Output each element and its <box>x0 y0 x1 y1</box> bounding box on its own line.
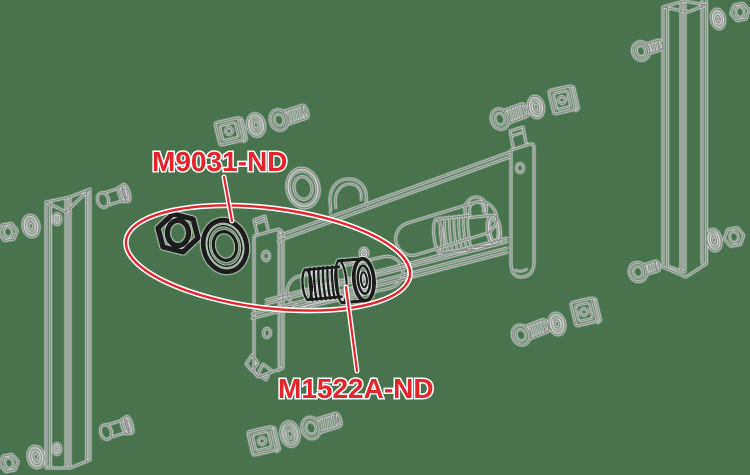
frame-left-plate <box>245 215 284 381</box>
square-nut-plate-right-top <box>548 85 580 115</box>
hex-nut-left-top <box>0 222 19 242</box>
hex-nut-right-bottom <box>723 226 745 248</box>
washer-right-top <box>527 95 545 119</box>
ring-gasket <box>286 167 320 209</box>
spring-threaded-fitting <box>432 214 502 255</box>
leader-line-m9031 <box>222 175 234 223</box>
frame-right-plate <box>509 126 535 278</box>
highlighted-seal-washer <box>200 217 250 275</box>
hex-nut-left-bottom <box>0 453 20 473</box>
screw-right-top <box>490 102 529 131</box>
right-rail <box>662 0 708 278</box>
square-nut-plate-bottom-center <box>247 426 281 456</box>
highlighted-hex-locknut <box>155 211 201 255</box>
highlight-overlay: M9031-ND M1522A-ND <box>123 145 435 406</box>
screw-bottom-center <box>301 412 343 440</box>
highlight-ellipse <box>124 204 412 312</box>
frame-hole <box>359 247 369 259</box>
part-label-m1522a: M1522A-ND <box>278 373 434 404</box>
frame-slot-right <box>394 200 498 257</box>
hex-nut-right-top <box>729 2 750 22</box>
flange-bolt-left-bottom <box>99 415 134 441</box>
washer-bottom-center <box>279 420 301 448</box>
washer-left-bottom <box>27 445 45 469</box>
washer-bottom-right <box>548 312 566 336</box>
highlight-ellipse-halo <box>123 202 413 314</box>
u-clip-right <box>464 196 488 217</box>
washer-top-center <box>246 112 266 138</box>
crossbar-frame <box>245 126 535 381</box>
left-rail <box>45 188 91 469</box>
leader-line-m1522a <box>344 285 359 373</box>
washer-right-top <box>710 8 726 30</box>
washer-left-top <box>22 214 40 238</box>
bolt-right-top <box>631 39 664 62</box>
screw-bottom-right <box>511 318 550 346</box>
part-label-m9031: M9031-ND <box>152 146 287 177</box>
washer-right-bottom <box>705 228 723 252</box>
flange-bolt-left-top <box>96 183 131 209</box>
bolt-right-bottom <box>628 260 661 283</box>
u-clip-left <box>329 178 368 214</box>
square-nut-plate-bottom-right <box>570 297 602 327</box>
square-nut-plate-top-center <box>214 116 248 146</box>
screw-top-center <box>269 104 309 132</box>
